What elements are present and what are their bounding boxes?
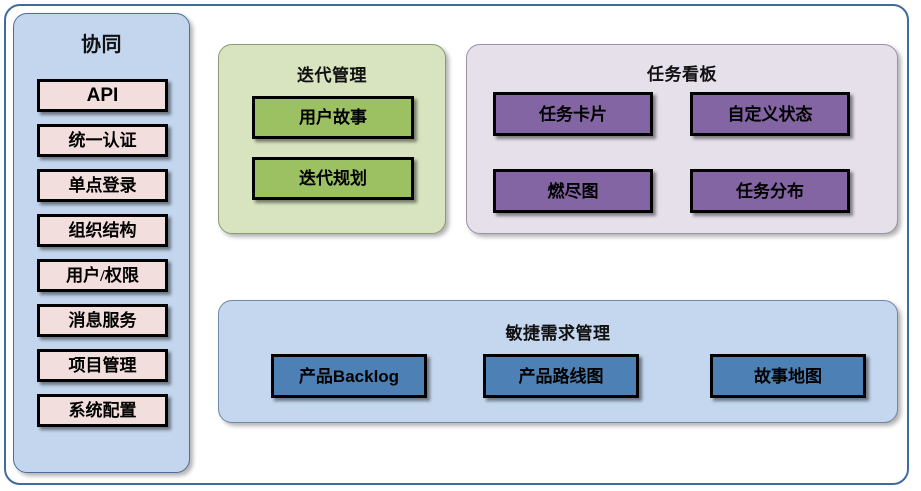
taskboard-item-task-card[interactable]: 任务卡片 xyxy=(493,92,653,136)
agile-item-product-backlog-prefix: 产品 xyxy=(298,366,333,386)
taskboard-item-task-distribution[interactable]: 任务分布 xyxy=(690,169,850,213)
task-board-panel[interactable]: 任务看板 任务卡片 自定义状态 燃尽图 任务分布 xyxy=(466,44,898,234)
iteration-item-user-story[interactable]: 用户故事 xyxy=(252,96,414,139)
sidebar-item-unified-auth[interactable]: 统一认证 xyxy=(37,124,168,157)
outer-frame-border xyxy=(4,4,909,485)
taskboard-item-custom-status[interactable]: 自定义状态 xyxy=(690,92,850,136)
iteration-item-iteration-planning[interactable]: 迭代规划 xyxy=(252,157,414,200)
sidebar-item-message-service[interactable]: 消息服务 xyxy=(37,304,168,337)
sidebar-panel-collaboration[interactable]: 协同 API 统一认证 单点登录 组织结构 用户/权限 消息服务 项目管理 系统… xyxy=(13,13,190,473)
agile-item-story-map[interactable]: 故事地图 xyxy=(710,354,866,398)
agile-requirements-title: 敏捷需求管理 xyxy=(505,324,611,343)
iteration-management-title: 迭代管理 xyxy=(297,66,367,85)
iteration-management-panel[interactable]: 迭代管理 用户故事 迭代规划 xyxy=(218,44,446,234)
taskboard-item-burndown-chart[interactable]: 燃尽图 xyxy=(493,169,653,213)
agile-item-product-backlog-emphasis: Backlog xyxy=(332,366,400,386)
sidebar-item-user-permission[interactable]: 用户/权限 xyxy=(37,259,168,292)
sidebar-item-api[interactable]: API xyxy=(37,79,168,112)
sidebar-item-org-structure[interactable]: 组织结构 xyxy=(37,214,168,247)
sidebar-title: 协同 xyxy=(81,34,122,56)
task-board-title: 任务看板 xyxy=(647,65,717,84)
agile-item-product-roadmap[interactable]: 产品路线图 xyxy=(483,354,639,398)
sidebar-item-single-sign-on[interactable]: 单点登录 xyxy=(37,169,168,202)
sidebar-item-project-management[interactable]: 项目管理 xyxy=(37,349,168,382)
sidebar-item-system-config[interactable]: 系统配置 xyxy=(37,394,168,427)
